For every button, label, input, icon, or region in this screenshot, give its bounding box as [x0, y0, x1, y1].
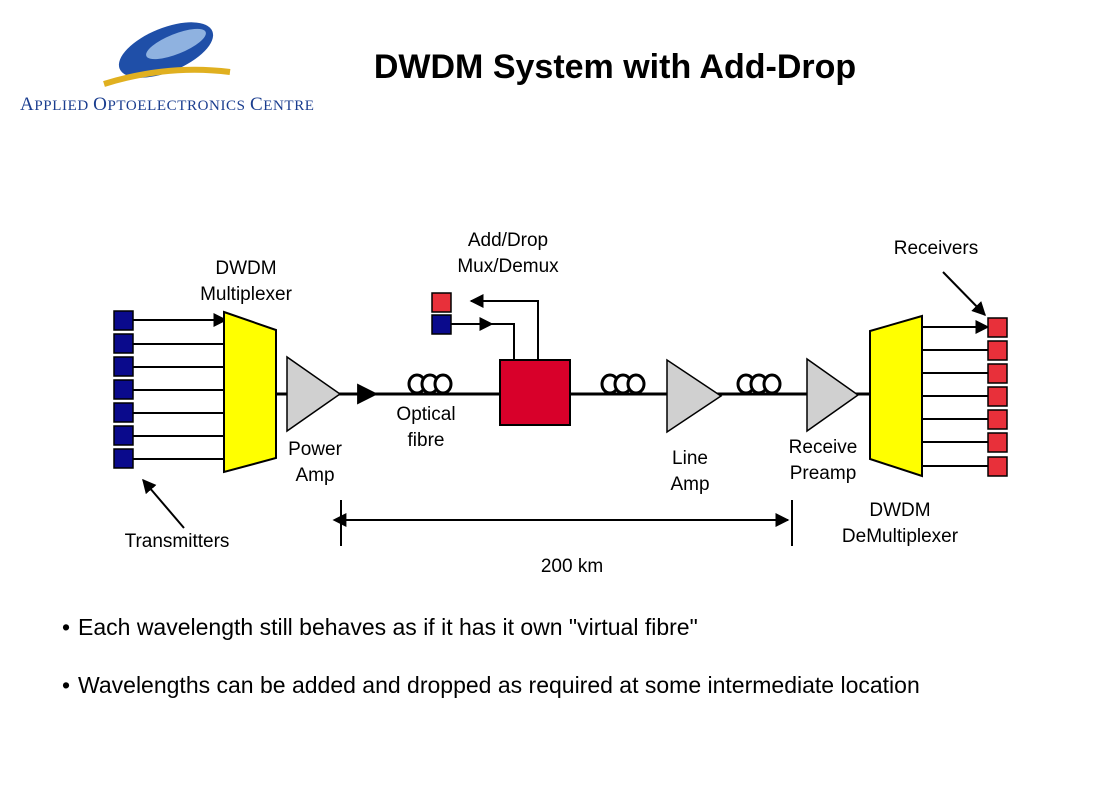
receiver [987, 432, 1008, 453]
transmitter [113, 333, 134, 354]
dwdm-multiplexer [223, 310, 277, 474]
transmitter [113, 356, 134, 377]
logo-swoosh-icon [103, 22, 231, 87]
receive-preamp [806, 357, 860, 433]
distance-label: 200 km [540, 556, 604, 577]
bullet-item: Each wavelength still behaves as if it h… [62, 614, 920, 672]
transmitter [113, 448, 134, 469]
page-title: DWDM System with Add-Drop [373, 48, 857, 86]
receiver-lines [922, 320, 990, 467]
fibre-coil-icon [736, 373, 782, 395]
line-amp [666, 358, 723, 434]
transmitter [113, 379, 134, 400]
receiver [987, 317, 1008, 338]
transmitter [113, 402, 134, 423]
receiver [987, 386, 1008, 407]
dwdm-demultiplexer [869, 314, 923, 478]
logo: APPLIED OPTOELECTRONICS CENTRE [8, 8, 314, 118]
receivers-label: Receivers [893, 238, 979, 259]
transmitters-pointer [142, 478, 185, 529]
logo-text: APPLIED OPTOELECTRONICS CENTRE [20, 94, 315, 115]
power-amp [286, 355, 342, 433]
receiver [987, 340, 1008, 361]
add-line [451, 323, 515, 360]
transmitter-lines [133, 313, 228, 460]
add-drop-box [499, 359, 571, 426]
transmitter [113, 425, 134, 446]
fibre-coil-icon [407, 373, 453, 395]
fibre-coil-icon [600, 373, 646, 395]
receivers-pointer [942, 271, 986, 317]
distance-marker [332, 500, 793, 546]
receiver [987, 409, 1008, 430]
receivers [987, 317, 1008, 477]
receiver [987, 363, 1008, 384]
transmitter [113, 310, 134, 331]
bullet-list: Each wavelength still behaves as if it h… [62, 614, 920, 730]
transmitters [113, 310, 134, 469]
drop-line [469, 294, 539, 360]
add-transmitter [431, 314, 452, 335]
bullet-item: Wavelengths can be added and dropped as … [62, 672, 920, 730]
receiver [987, 456, 1008, 477]
drop-receiver [431, 292, 452, 313]
transmitters-label: Transmitters [124, 531, 230, 552]
